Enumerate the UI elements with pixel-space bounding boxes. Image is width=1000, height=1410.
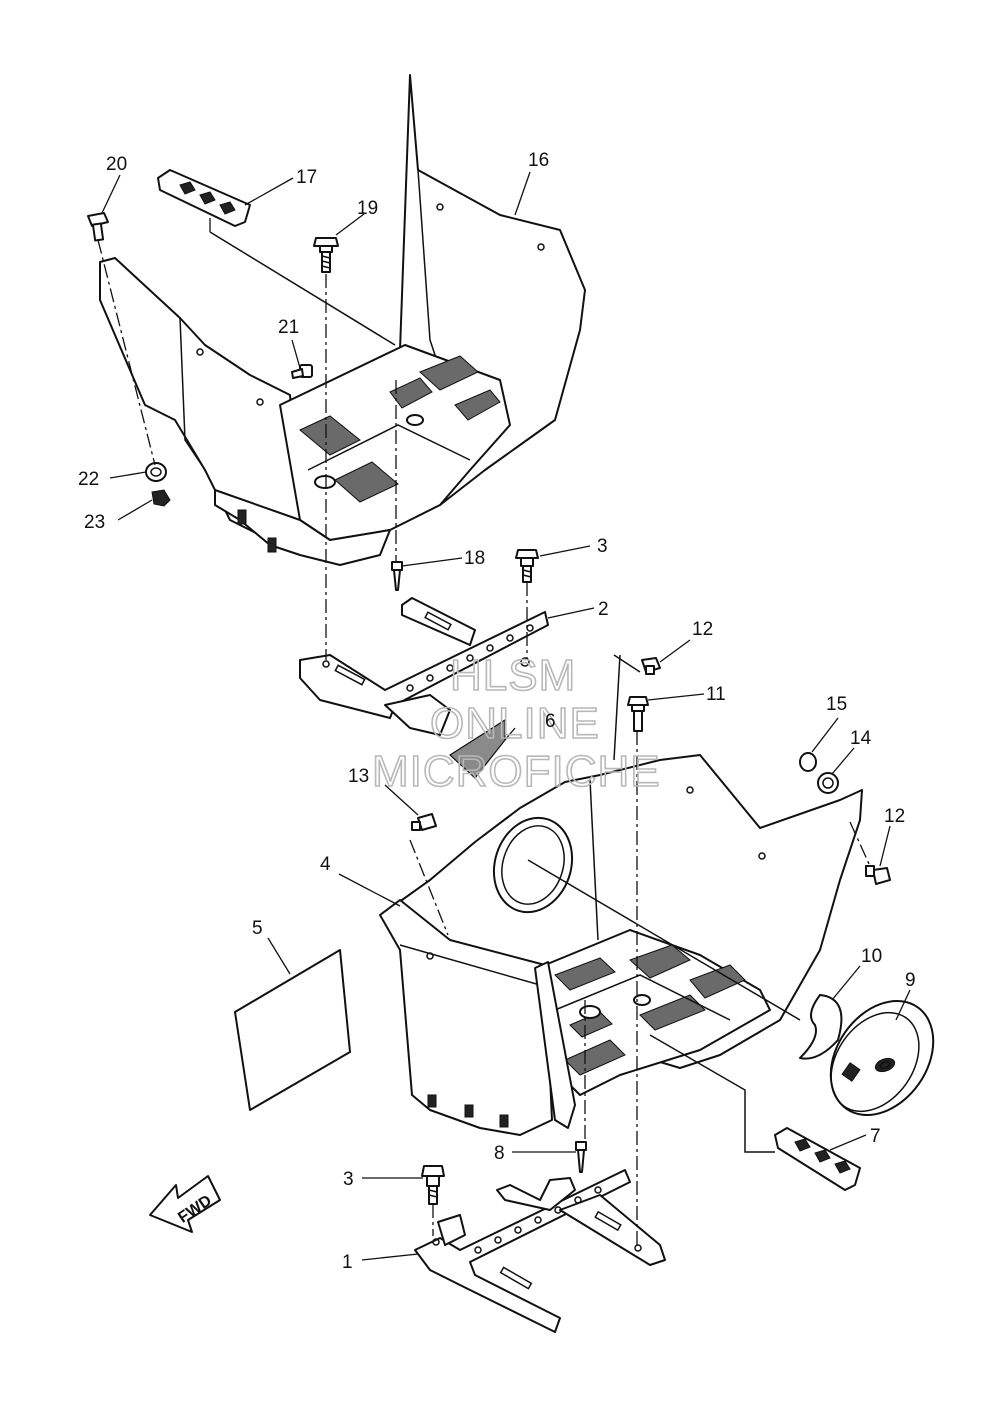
fwd-direction-arrow: FWD [149,1175,221,1233]
callout-3-upper: 3 [597,536,608,557]
callout-1: 1 [342,1252,353,1273]
callout-4: 4 [320,854,331,875]
lower-stay [414,1169,666,1333]
callout-2: 2 [598,599,609,620]
assembly-lines [97,218,871,1245]
leader-lines [101,171,911,1261]
cap-9 [829,1000,935,1116]
callout-20: 20 [106,154,127,175]
bolt-3-lower [421,1165,445,1205]
collar-22 [145,462,167,482]
callout-9: 9 [905,970,916,991]
bolt-19 [313,237,339,273]
callout-11: 11 [706,684,726,705]
callout-22: 22 [78,469,99,490]
callout-7: 7 [870,1126,881,1147]
watermark-line-2: ONLINE [430,699,600,748]
callout-17: 17 [296,167,317,188]
screw-12-right [865,865,891,885]
footpeg-pad-17 [157,169,251,227]
callout-19: 19 [357,198,378,219]
callout-12-upper: 12 [692,619,713,640]
label-sheet-5 [234,949,351,1111]
upper-stay [299,597,549,736]
callout-8: 8 [494,1143,505,1164]
footpeg-pad-7 [774,1127,861,1191]
rivet-8 [575,1141,587,1173]
watermark-line-1: HLSM [450,651,576,700]
watermark: HLSM ONLINE MICROFICHE [371,650,661,797]
nut-15 [799,752,817,772]
screw-12-upper [641,657,661,675]
rivet-18 [391,561,403,591]
callout-6: 6 [545,711,556,732]
bolt-20 [87,212,109,242]
callout-23: 23 [84,512,105,533]
callout-5: 5 [252,918,263,939]
packing-10 [799,994,843,1060]
callout-10: 10 [861,946,882,967]
callout-15: 15 [826,694,847,715]
collar-14 [817,772,839,794]
screw-21 [291,364,313,379]
lower-footrest-assembly [379,754,863,1136]
callouts: 1 2 3 3 4 5 6 7 8 9 10 11 12 12 13 14 15… [78,150,916,1273]
callout-3-lower: 3 [343,1169,354,1190]
callout-12-right: 12 [884,806,905,827]
bolt-3-upper [515,549,539,583]
callout-21: 21 [278,317,299,338]
callout-18: 18 [464,548,485,569]
screw-13 [411,813,437,831]
bolt-11 [627,696,649,732]
callout-14: 14 [850,728,872,749]
nut-23 [151,489,171,507]
callout-13: 13 [348,766,369,787]
watermark-line-3: MICROFICHE [372,747,661,796]
callout-16: 16 [528,150,549,171]
upper-footrest-assembly [99,74,586,566]
